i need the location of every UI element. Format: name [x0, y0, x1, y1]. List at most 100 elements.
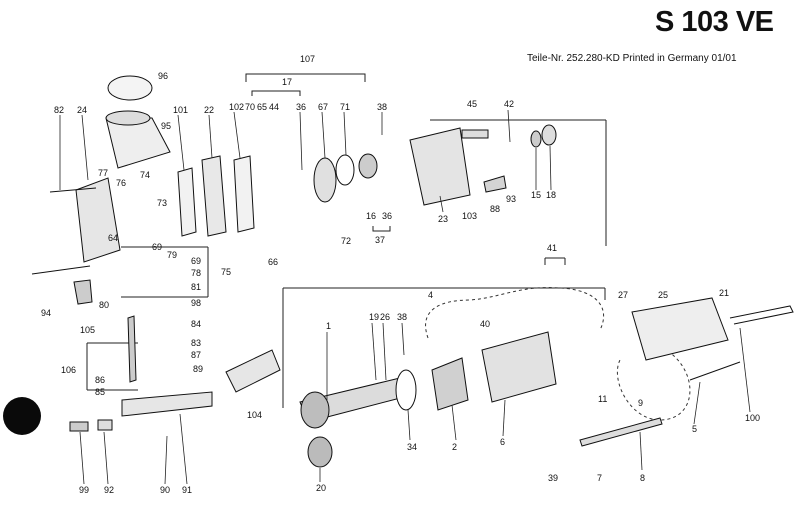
callout-7: 7 — [597, 473, 602, 483]
callout-69-b: 69 — [191, 256, 201, 266]
callout-107: 107 — [300, 54, 315, 64]
callout-91: 91 — [182, 485, 192, 495]
part-104-adapter — [225, 349, 281, 393]
callout-27: 27 — [618, 290, 628, 300]
callout-87: 87 — [191, 350, 201, 360]
callout-42: 42 — [504, 99, 514, 109]
callout-82: 82 — [54, 105, 64, 115]
callout-64: 64 — [108, 233, 118, 243]
part-100-key — [729, 305, 794, 325]
callout-16: 16 — [366, 211, 376, 221]
callout-99: 99 — [79, 485, 89, 495]
callout-96: 96 — [158, 71, 168, 81]
callout-6: 6 — [500, 437, 505, 447]
callout-78: 78 — [191, 268, 201, 278]
callout-84: 84 — [191, 319, 201, 329]
part-18-bearing — [541, 124, 557, 146]
callout-22: 22 — [204, 105, 214, 115]
part-22-plate — [201, 155, 227, 237]
callout-101: 101 — [173, 105, 188, 115]
part-16-gear — [358, 153, 378, 179]
callout-21: 21 — [719, 288, 729, 298]
callout-79: 79 — [167, 250, 177, 260]
part-82-screw — [49, 187, 97, 193]
part-6-stator — [481, 331, 557, 403]
bracket-17 — [251, 90, 301, 96]
callout-11: 11 — [598, 394, 607, 404]
callout-81: 81 — [191, 282, 201, 292]
callout-41: 41 — [547, 243, 557, 253]
callout-9: 9 — [638, 398, 643, 408]
callout-19: 19 — [369, 312, 379, 322]
callout-25: 25 — [658, 290, 668, 300]
callout-40: 40 — [480, 319, 490, 329]
part-8-lever — [579, 417, 663, 447]
callout-105: 105 — [80, 325, 95, 335]
callout-100: 100 — [745, 413, 760, 423]
callout-4: 4 — [428, 290, 433, 300]
callout-26: 26 — [380, 312, 390, 322]
binder-hole — [3, 397, 41, 435]
bracket-41 — [544, 257, 566, 265]
callout-72: 72 — [341, 236, 351, 246]
part-number-line: Teile-Nr. 252.280-KD Printed in Germany … — [527, 53, 737, 64]
bracket-107 — [245, 73, 366, 82]
callout-74: 74 — [140, 170, 150, 180]
callout-18: 18 — [546, 190, 556, 200]
part-92 — [97, 419, 113, 431]
callout-73: 73 — [157, 198, 167, 208]
callout-77: 77 — [98, 168, 108, 178]
model-title: S 103 VE — [655, 6, 774, 38]
callout-labels: 107 17 96 82 24 101 22 102 70 65 44 36 6… — [41, 54, 760, 495]
part-91-base-plate — [121, 391, 213, 417]
callout-23: 23 — [438, 214, 448, 224]
callout-36-upper: 36 — [296, 102, 306, 112]
callout-67: 67 — [318, 102, 328, 112]
part-34-washer — [395, 369, 417, 411]
callout-38-upper: 38 — [377, 102, 387, 112]
callout-37: 37 — [375, 235, 385, 245]
callout-20: 20 — [316, 483, 326, 493]
leader-lines — [59, 109, 751, 485]
callout-66: 66 — [268, 257, 278, 267]
part-24-housing — [75, 177, 121, 263]
callout-71: 71 — [340, 102, 350, 112]
part-2-fan — [431, 357, 469, 411]
bracket-37 — [372, 226, 391, 232]
part-45 — [461, 129, 489, 139]
part-102-gasket — [233, 155, 255, 233]
callout-69-a: 69 — [152, 242, 162, 252]
part-15-bearing — [530, 130, 542, 148]
callout-5: 5 — [692, 424, 697, 434]
callout-80: 80 — [99, 300, 109, 310]
part-20-gear — [307, 436, 333, 468]
callout-1: 1 — [326, 321, 331, 331]
callout-15: 15 — [531, 190, 541, 200]
callout-39: 39 — [548, 473, 558, 483]
callout-104: 104 — [247, 410, 262, 420]
callout-36-lower: 36 — [382, 211, 392, 221]
part-71-ring — [335, 154, 355, 186]
callout-98: 98 — [191, 298, 201, 308]
part-105 — [73, 279, 93, 305]
callout-85: 85 — [95, 387, 105, 397]
frame-line-upper — [430, 119, 607, 246]
callout-65: 65 — [257, 102, 267, 112]
callout-106: 106 — [61, 365, 76, 375]
part-23-gear-housing — [409, 127, 471, 206]
callout-76: 76 — [116, 178, 126, 188]
part-99 — [69, 421, 89, 432]
part-67-disc — [313, 157, 337, 203]
callout-17: 17 — [282, 77, 292, 87]
callout-8: 8 — [640, 473, 645, 483]
part-94-rod — [31, 265, 91, 275]
callout-44: 44 — [269, 102, 279, 112]
callout-45: 45 — [467, 99, 477, 109]
callout-38-lower: 38 — [397, 312, 407, 322]
callout-95: 95 — [161, 121, 171, 131]
wire-loop-upper — [425, 287, 605, 339]
callout-89: 89 — [193, 364, 203, 374]
callout-24: 24 — [77, 105, 87, 115]
